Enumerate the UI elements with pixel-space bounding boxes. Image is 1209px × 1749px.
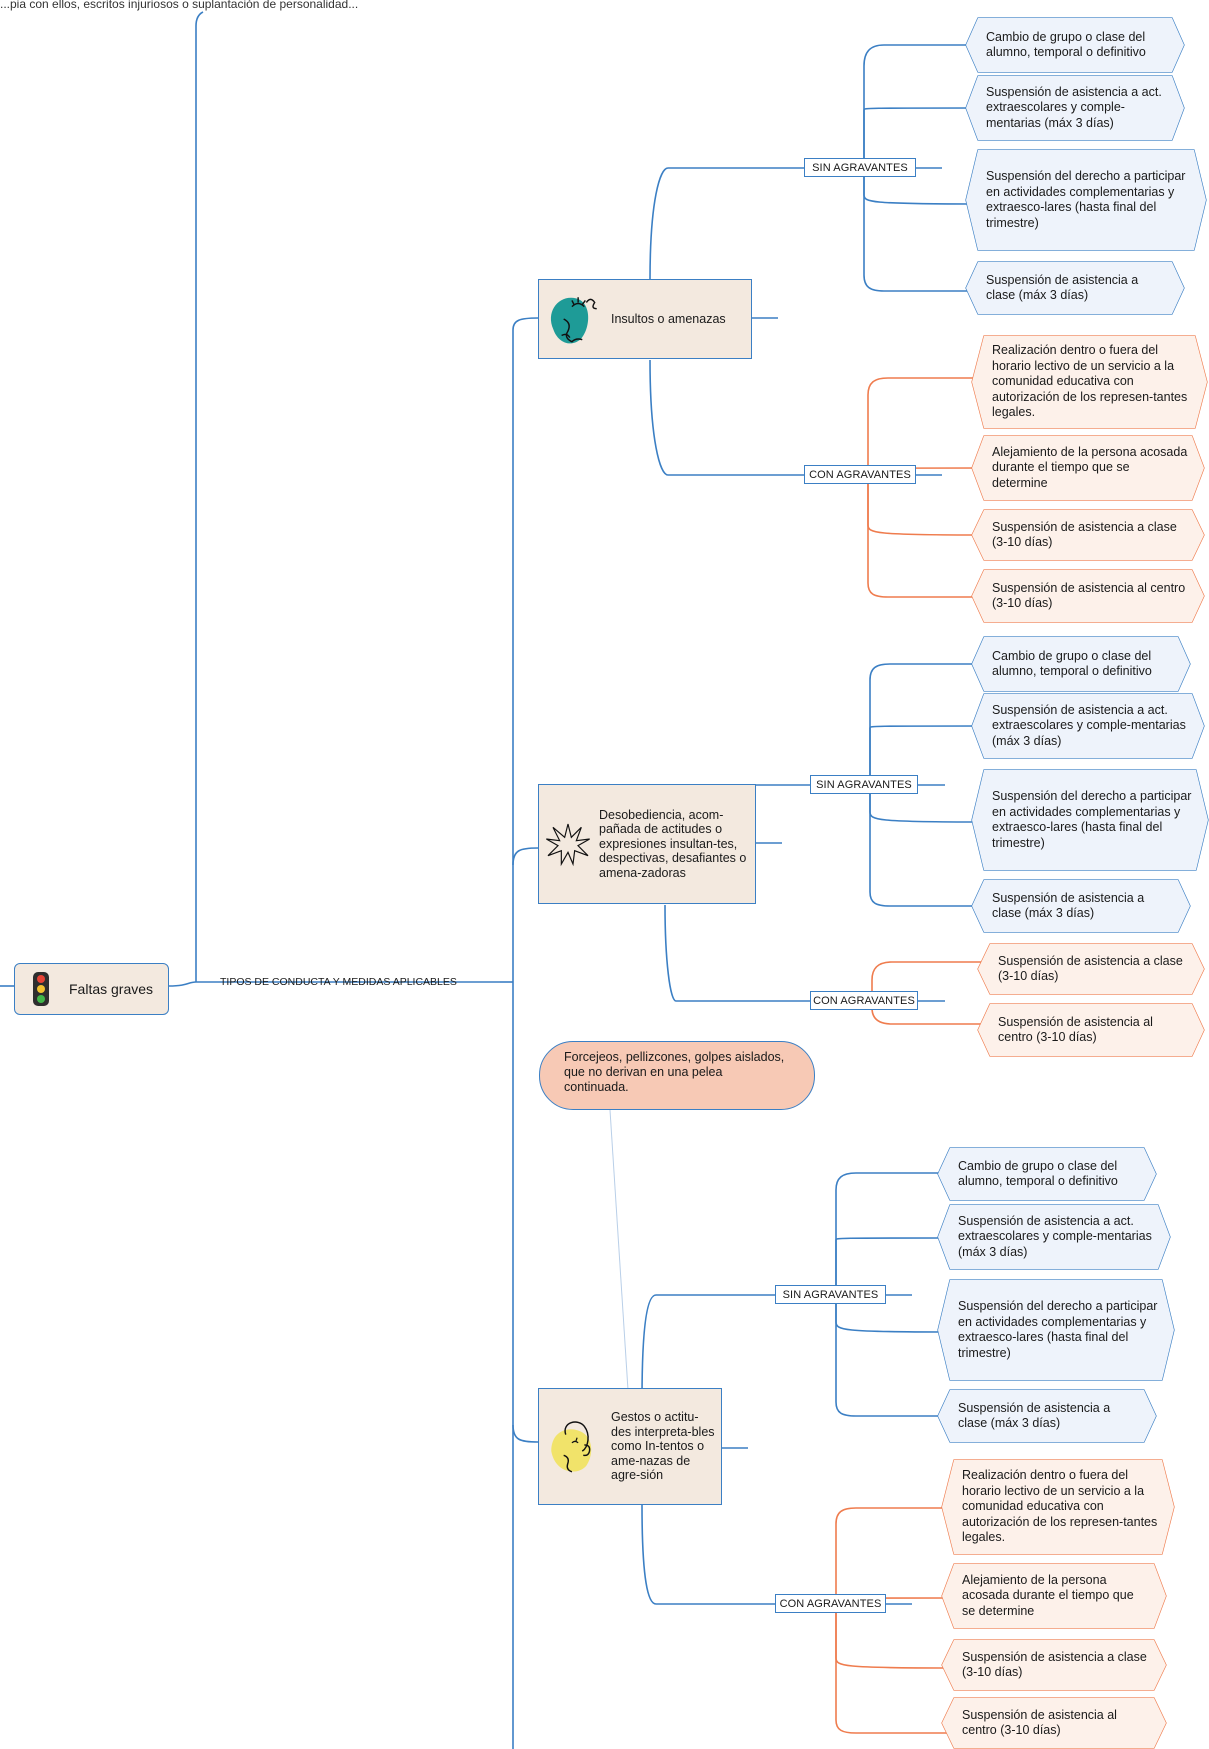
topic-label: Gestos o actitu-des interpreta-bles como…: [611, 1410, 715, 1483]
measure-item[interactable]: Suspensión de asistencia a act. extraesc…: [972, 694, 1204, 758]
root-label: Faltas graves: [69, 981, 154, 997]
measure-item[interactable]: Suspensión de asistencia a clase (3-10 d…: [978, 944, 1204, 994]
tag-con-agravantes[interactable]: CON AGRAVANTES: [804, 465, 916, 484]
tag-sin-agravantes[interactable]: SIN AGRAVANTES: [804, 158, 916, 177]
measure-item[interactable]: Suspensión de asistencia a act. extraesc…: [938, 1205, 1170, 1269]
topic-label: Insultos o amenazas: [611, 311, 726, 326]
topic-desobediencia[interactable]: Desobediencia, acom-pañada de actitudes …: [538, 784, 756, 904]
measure-item[interactable]: Suspensión de asistencia a clase (máx 3 …: [972, 880, 1190, 932]
measure-item[interactable]: Suspensión de asistencia a clase (máx 3 …: [938, 1390, 1156, 1442]
face-drawing-teal-icon: [550, 297, 597, 344]
measure-item[interactable]: Alejamiento de la persona acosada durant…: [972, 436, 1204, 500]
topic-gestos[interactable]: Gestos o actitu-des interpreta-bles como…: [538, 1388, 722, 1505]
measure-item[interactable]: Suspensión de asistencia a clase (3-10 d…: [972, 510, 1204, 560]
measure-item[interactable]: Suspensión del derecho a participar en a…: [972, 770, 1208, 870]
measure-item[interactable]: Realización dentro o fuera del horario l…: [942, 1460, 1174, 1554]
tag-con-agravantes[interactable]: CON AGRAVANTES: [775, 1594, 886, 1613]
topic-insultos[interactable]: Insultos o amenazas: [538, 279, 752, 359]
face-drawing-yellow-icon: [551, 1420, 592, 1472]
topic-label: Desobediencia, acom-pañada de actitudes …: [599, 807, 747, 880]
header-fragment: ...pia con ellos, escritos injuriosos o …: [0, 0, 359, 11]
measure-item[interactable]: Suspensión de asistencia al centro (3-10…: [978, 1004, 1204, 1056]
measure-item[interactable]: Cambio de grupo o clase del alumno, temp…: [966, 18, 1184, 72]
tag-sin-agravantes[interactable]: SIN AGRAVANTES: [775, 1285, 886, 1304]
note-forcejeos[interactable]: Forcejeos, pellizcones, golpes aislados,…: [539, 1041, 815, 1110]
traffic-light-icon: [33, 972, 49, 1006]
measure-item[interactable]: Alejamiento de la persona acosada durant…: [942, 1564, 1166, 1628]
measure-item[interactable]: Suspensión del derecho a participar en a…: [966, 150, 1206, 250]
measure-item[interactable]: Suspensión de asistencia al centro (3-10…: [942, 1698, 1166, 1748]
branch-label: TIPOS DE CONDUCTA Y MEDIDAS APLICABLES: [220, 976, 457, 988]
measure-item[interactable]: Suspensión de asistencia a act. extraesc…: [966, 76, 1184, 140]
measure-item[interactable]: Cambio de grupo o clase del alumno, temp…: [938, 1148, 1156, 1200]
measure-item[interactable]: Suspensión de asistencia al centro (3-10…: [972, 570, 1204, 622]
measure-item[interactable]: Suspensión del derecho a participar en a…: [938, 1280, 1174, 1380]
measure-item[interactable]: Realización dentro o fuera del horario l…: [972, 336, 1207, 428]
tag-sin-agravantes[interactable]: SIN AGRAVANTES: [810, 775, 918, 794]
starburst-icon: [546, 823, 590, 867]
measure-item[interactable]: Cambio de grupo o clase del alumno, temp…: [972, 637, 1190, 691]
root-node[interactable]: Faltas graves: [14, 963, 169, 1015]
measure-item[interactable]: Suspensión de asistencia a clase (máx 3 …: [966, 262, 1184, 314]
measure-item[interactable]: Suspensión de asistencia a clase (3-10 d…: [942, 1640, 1166, 1690]
tag-con-agravantes[interactable]: CON AGRAVANTES: [810, 991, 918, 1010]
